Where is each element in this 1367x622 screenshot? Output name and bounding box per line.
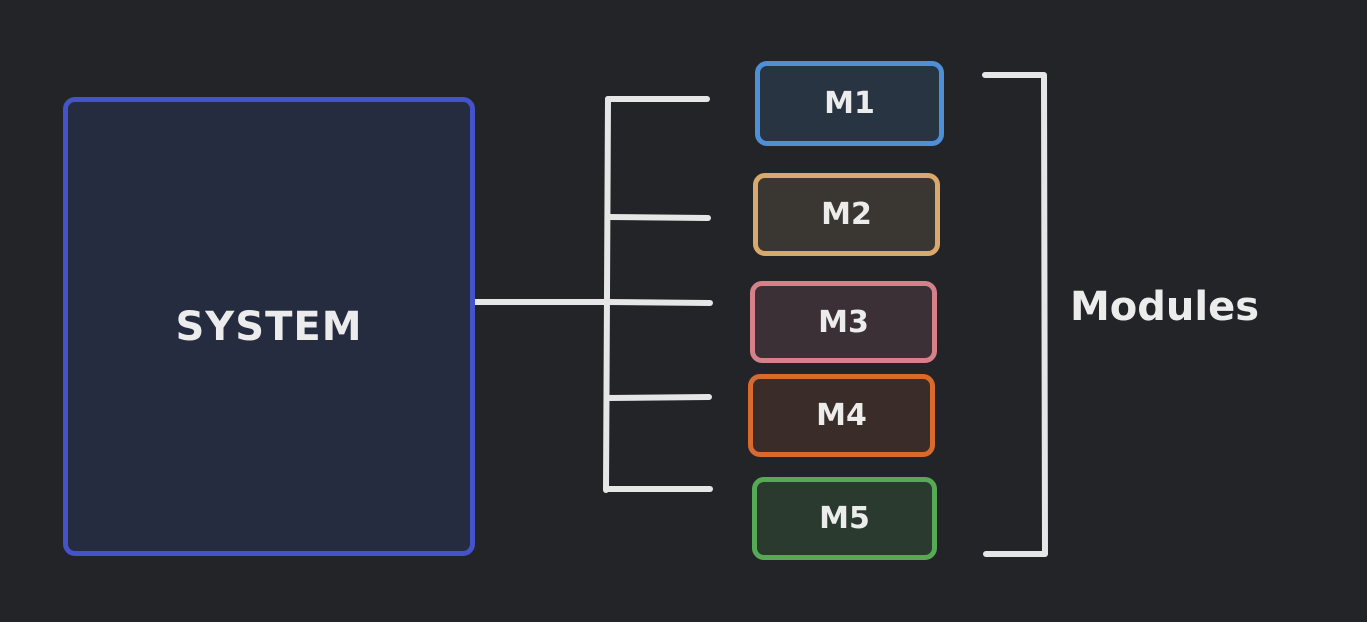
module-m3-label: M3 bbox=[818, 304, 869, 340]
system-box: SYSTEM bbox=[63, 97, 475, 556]
module-m2: M2 bbox=[753, 173, 940, 256]
module-m4-label: M4 bbox=[816, 398, 867, 433]
module-m5-label: M5 bbox=[819, 501, 870, 536]
system-label: SYSTEM bbox=[175, 303, 363, 350]
module-m3: M3 bbox=[750, 281, 937, 363]
module-m2-label: M2 bbox=[821, 197, 872, 232]
branch-m4 bbox=[604, 394, 712, 401]
branch-m3 bbox=[605, 299, 713, 306]
module-m4: M4 bbox=[748, 374, 935, 457]
modules-bracket bbox=[982, 72, 1048, 557]
module-m1: M1 bbox=[755, 61, 944, 146]
trunk-line bbox=[603, 96, 611, 493]
branch-m2 bbox=[605, 214, 711, 221]
modules-group-label: Modules bbox=[1070, 284, 1260, 330]
module-m5: M5 bbox=[752, 477, 937, 560]
module-m1-label: M1 bbox=[824, 86, 875, 121]
